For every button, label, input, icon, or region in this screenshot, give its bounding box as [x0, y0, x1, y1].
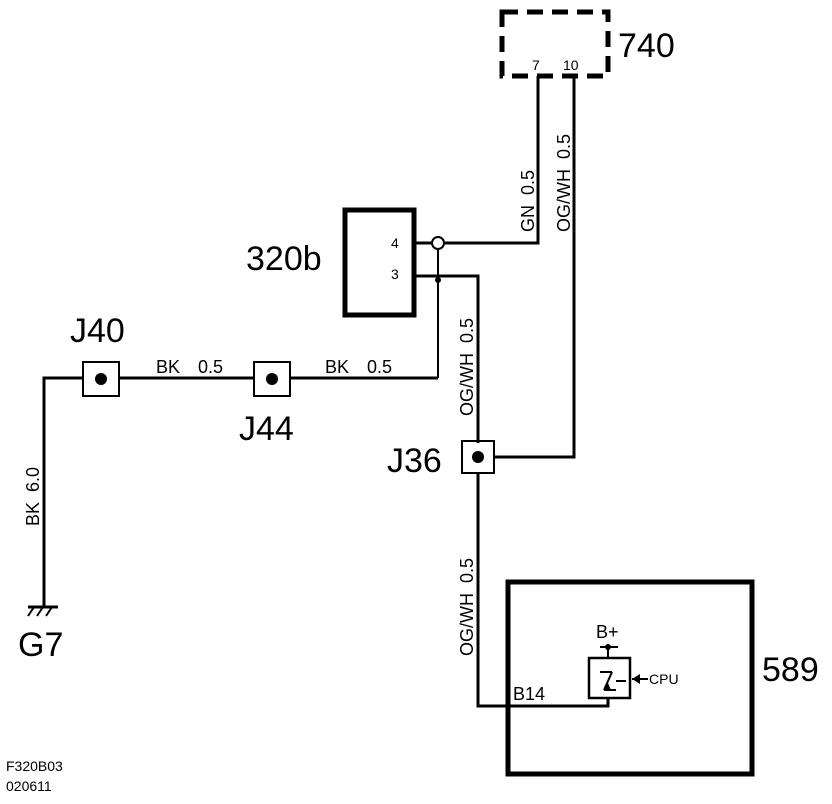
component-320b-box: [342, 207, 417, 318]
component-740-label: 740: [618, 27, 675, 65]
component-589-box: [505, 579, 755, 777]
connector-j36-dot: [472, 451, 484, 463]
pin-740-10: 10: [563, 57, 579, 73]
driver-bplus-label: B+: [596, 622, 619, 642]
footer-code: F320B03: [6, 758, 63, 774]
wire-bk-ground-label: BK6.0: [23, 467, 43, 526]
ground-g7-label: G7: [18, 626, 63, 664]
wire-junction-dot: [435, 277, 441, 283]
pin-740-7: 7: [532, 57, 540, 73]
pin-320b-4: 4: [391, 235, 399, 251]
wire-crossover-hop: [431, 236, 445, 250]
wire-ogwh-top: [493, 76, 576, 459]
component-589-label: 589: [762, 651, 819, 689]
connector-j44-label: J44: [239, 410, 294, 448]
wire-gn-label: GN0.5: [518, 170, 538, 232]
driver-bplus-dot: [605, 644, 611, 650]
ground-symbol: [27, 605, 58, 617]
wire-ogwh-mid-label: OG/WH0.5: [457, 318, 477, 416]
wire-ogwh-low: [476, 473, 610, 708]
driver-transistor-symbol: [600, 671, 626, 691]
wire-ogwh-low-label: OG/WH0.5: [457, 558, 477, 656]
wire-ogwh-top-label: OG/WH0.5: [554, 134, 574, 232]
connector-j44-dot: [266, 373, 278, 385]
component-320b-label: 320b: [246, 240, 322, 278]
footer-date: 020611: [6, 778, 52, 794]
pin-320b-3: 3: [391, 266, 399, 282]
connector-j40-dot: [95, 373, 107, 385]
wire-bk-ground: [42, 376, 83, 606]
component-740-box: [499, 9, 611, 79]
connector-j40-label: J40: [70, 312, 125, 350]
pin-589-b14: B14: [513, 684, 545, 704]
wire-ogwh-mid: [414, 274, 480, 443]
wire-gn: [445, 76, 540, 245]
cpu-label: CPU: [649, 671, 679, 687]
cpu-arrow-head: [632, 674, 640, 684]
cpu-driver-box: [587, 656, 632, 700]
connector-j44-box: [253, 361, 291, 397]
connector-j36-label: J36: [387, 442, 442, 480]
